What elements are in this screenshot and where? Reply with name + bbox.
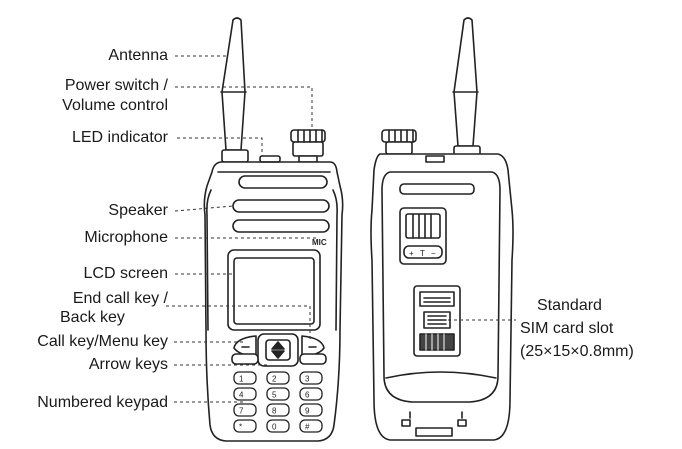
mic-mark: MIC [312, 238, 327, 247]
label-lcd-screen: LCD screen [83, 265, 168, 282]
keypad-key-label: 2 [272, 375, 277, 384]
volume-t-mark: T [420, 249, 425, 258]
label-sim-card-slot: SIM card slot [520, 320, 614, 337]
keypad-key-label: 4 [239, 391, 244, 400]
leader-led [177, 137, 263, 156]
back-antenna [452, 17, 481, 157]
keypad-key [266, 403, 290, 417]
front-device: 1 2 3 4 5 6 7 8 9 * 0 # [203, 17, 344, 442]
label-sim-standard: Standard [537, 297, 602, 314]
back-knob [381, 129, 417, 155]
keypad-key [233, 387, 257, 401]
keypad-key [299, 419, 323, 433]
leader-speaker [174, 205, 234, 212]
back-device [370, 17, 514, 441]
keypad-key-label: 6 [305, 391, 310, 400]
speaker-grille [232, 175, 330, 233]
keypad-key-label: 3 [305, 375, 310, 384]
keypad-key [233, 403, 257, 417]
label-led-indicator: LED indicator [71, 129, 168, 146]
label-arrow-keys: Arrow keys [88, 356, 168, 373]
led-indicator [259, 155, 281, 163]
numbered-keypad: 1 2 3 4 5 6 7 8 9 * 0 # [233, 371, 323, 433]
keypad-key-label: 7 [239, 407, 244, 416]
label-microphone: Microphone [84, 229, 168, 246]
label-sim-dimensions: (25×15×0.8mm) [520, 343, 634, 360]
label-power-switch: Power switch / [64, 77, 168, 94]
keypad-key [299, 403, 323, 417]
keypad-key [233, 419, 257, 433]
keypad-key [299, 387, 323, 401]
keypad-key [233, 371, 257, 385]
keypad-key [266, 371, 290, 385]
keypad-key-label: 8 [272, 407, 277, 416]
keypad-key-label: 9 [305, 407, 310, 416]
keypad-key [299, 371, 323, 385]
lcd-screen [227, 249, 321, 331]
label-numbered-keypad: Numbered keypad [37, 394, 168, 411]
label-end-call-key: End call key / [72, 290, 168, 307]
label-antenna: Antenna [108, 47, 168, 64]
label-speaker: Speaker [108, 202, 168, 219]
keypad-key-label: 5 [272, 391, 277, 400]
keypad-key [266, 419, 290, 433]
volume-plus-mark: + [409, 249, 414, 258]
keypad-key-label: * [239, 423, 242, 432]
label-back-key: Back key [60, 309, 125, 326]
volume-minus-mark: − [431, 249, 436, 258]
label-volume-control: Volume control [62, 97, 168, 114]
front-antenna [220, 17, 249, 163]
sim-card-slot [413, 285, 461, 357]
navigation-cluster [231, 333, 327, 367]
keypad-key-label: 1 [239, 375, 244, 384]
keypad-key [266, 387, 290, 401]
leader-endcall [166, 305, 311, 340]
label-call-menu-key: Call key/Menu key [37, 333, 168, 350]
power-volume-knob [290, 129, 326, 163]
keypad-key-label: # [305, 423, 310, 432]
keypad-key-label: 0 [272, 423, 277, 432]
belt-clip [399, 207, 447, 265]
